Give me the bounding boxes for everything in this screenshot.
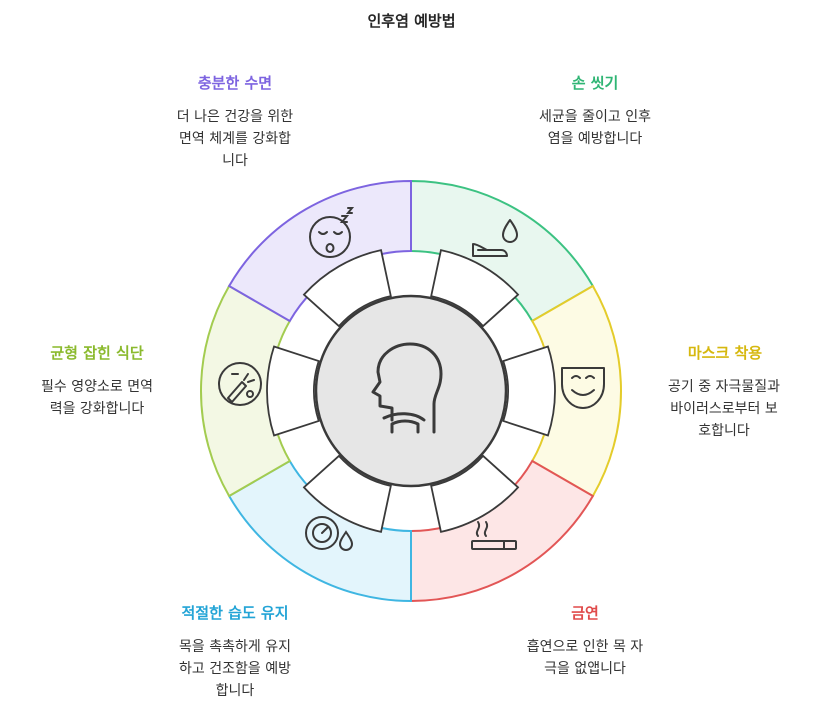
- connector-notch: [502, 345, 556, 437]
- desc-line: 호합니다: [698, 423, 750, 439]
- head-throat-icon: [371, 342, 443, 434]
- category-desc-handwash: 세균을 줄이고 인후 염을 예방합니다: [495, 106, 695, 150]
- desc-line: 합니다: [215, 683, 255, 699]
- connector-notch: [302, 454, 392, 533]
- page-title: 인후염 예방법: [367, 12, 456, 30]
- connector-notch: [302, 249, 392, 328]
- desc-line: 바이러스로부터 보: [670, 401, 778, 417]
- connector-notch: [430, 454, 520, 533]
- category-desc-mask: 공기 중 자극물질과 바이러스로부터 보 호합니다: [628, 376, 820, 442]
- desc-line: 니다: [222, 153, 248, 169]
- desc-line: 력을 강화합니다: [49, 401, 145, 417]
- sleeping-face-icon: [309, 207, 355, 258]
- connector-notch: [430, 249, 520, 328]
- category-title-humidity: 적절한 습도 유지: [181, 604, 289, 622]
- mask-icon: [561, 367, 605, 409]
- category-desc-humidity: 목을 촉촉하게 유지 하고 건조함을 예방 합니다: [140, 636, 330, 702]
- desc-line: 극을 없앱니다: [544, 661, 626, 677]
- desc-line: 염을 예방합니다: [547, 131, 643, 147]
- category-title-mask: 마스크 착용: [687, 344, 763, 362]
- humidity-gauge-icon: [305, 516, 354, 551]
- cigarette-icon: [471, 521, 517, 550]
- category-desc-smoke: 흡연으로 인한 목 자 극을 없앱니다: [485, 636, 685, 680]
- desc-line: 공기 중 자극물질과: [668, 379, 780, 395]
- category-desc-diet: 필수 영양소로 면역 력을 강화합니다: [2, 376, 192, 420]
- category-title-sleep: 충분한 수면: [197, 74, 273, 92]
- center-circle: [314, 294, 508, 488]
- desc-line: 필수 영양소로 면역: [41, 379, 153, 395]
- category-title-handwash: 손 씻기: [571, 74, 619, 92]
- hand-wash-icon: [472, 219, 518, 257]
- category-title-smoke: 금연: [571, 604, 599, 622]
- connector-notch: [266, 345, 320, 437]
- desc-line: 하고 건조함을 예방: [179, 661, 291, 677]
- desc-line: 면역 체계를 강화합: [179, 131, 291, 147]
- desc-line: 더 나은 건강을 위한: [176, 109, 294, 125]
- desc-line: 흡연으로 인한 목 자: [526, 639, 644, 655]
- category-title-diet: 균형 잡힌 식단: [50, 344, 144, 362]
- vegetables-icon: [218, 362, 262, 406]
- inner-connector-ring: [266, 249, 556, 533]
- category-desc-sleep: 더 나은 건강을 위한 면역 체계를 강화합 니다: [140, 106, 330, 172]
- desc-line: 목을 촉촉하게 유지: [179, 639, 291, 655]
- desc-line: 세균을 줄이고 인후: [539, 109, 651, 125]
